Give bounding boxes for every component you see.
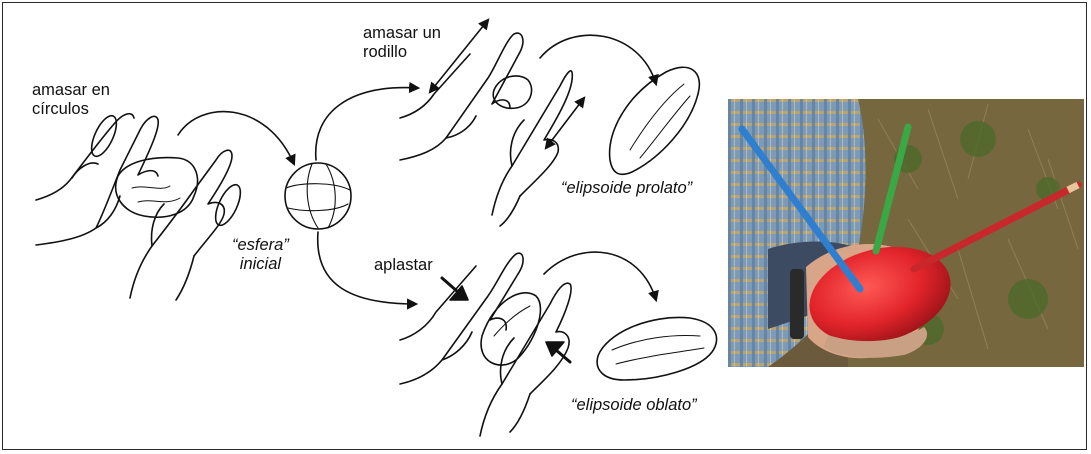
hand-sketch-diagram [0,0,728,454]
flatten-hands-drawing [400,253,571,436]
flattened-clay [481,293,540,365]
prolate-ellipsoid-drawing [610,67,700,174]
left-hand-drawing [36,114,158,245]
push-arrow-top [442,278,468,300]
clay-lump-left [116,158,198,218]
arrow-to-flatten [318,232,416,304]
arrow-to-prolate [540,35,656,84]
rod-hands-drawing [400,33,572,226]
arrow-to-rod [316,88,418,160]
right-hand-drawing-left [130,150,232,300]
oblate-ellipsoid-drawing [597,317,716,380]
initial-sphere-drawing [285,163,351,229]
roll-arrow-left [430,20,488,92]
arrow-to-oblate [544,252,656,300]
circle-arrow-right [211,181,246,228]
clay-ellipsoid-photo [728,99,1084,367]
arrow-to-sphere [178,112,294,164]
roll-arrow-right [546,98,584,148]
